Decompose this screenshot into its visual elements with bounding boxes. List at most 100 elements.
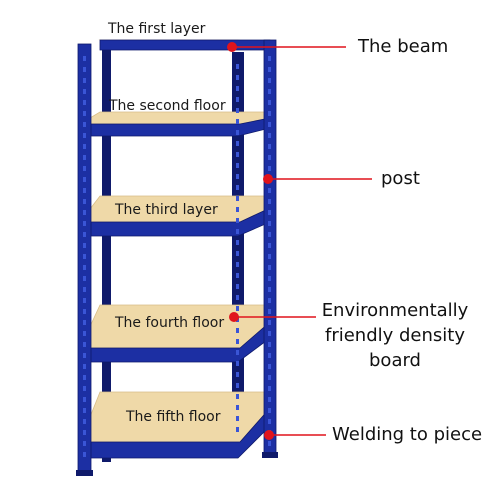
post-slot-hole <box>83 287 86 292</box>
post-slot-hole <box>83 188 86 193</box>
post-slot-hole <box>236 86 239 91</box>
post-slot-hole <box>236 394 239 399</box>
post-slot-hole <box>268 386 271 391</box>
post-slot-hole <box>83 254 86 259</box>
post-slot-hole <box>268 221 271 226</box>
board-callout-line-1: Environmentally <box>321 300 469 321</box>
shelf-4-label: The fourth floor <box>115 315 225 331</box>
post-slot-hole <box>268 287 271 292</box>
post-slot-hole <box>83 364 86 369</box>
beam-callout-label: The beam <box>358 36 449 57</box>
post-slot-hole <box>236 306 239 311</box>
shelf-5 <box>79 391 271 459</box>
post-slot-hole <box>268 166 271 171</box>
post-slot-hole <box>236 207 239 212</box>
post-slot-hole <box>236 383 239 388</box>
post-slot-hole <box>268 67 271 72</box>
welding-callout-dot <box>264 430 274 440</box>
post-slot-hole <box>268 199 271 204</box>
post-slot-hole <box>83 210 86 215</box>
post-slot-hole <box>83 375 86 380</box>
board-callout-line-3: board <box>369 350 421 371</box>
post-slot-hole <box>236 350 239 355</box>
post-slot-hole <box>83 166 86 171</box>
post-slot-hole <box>83 100 86 105</box>
post-slot-hole <box>268 320 271 325</box>
post-slot-hole <box>236 251 239 256</box>
post-slot-hole <box>83 386 86 391</box>
post-slot-hole <box>83 342 86 347</box>
post-slot-hole <box>268 232 271 237</box>
post-slot-hole <box>236 108 239 113</box>
beam-callout-dot <box>227 42 237 52</box>
post-slot-hole <box>83 408 86 413</box>
post-slot-hole <box>83 89 86 94</box>
post-slot-hole <box>83 452 86 457</box>
post-slot-hole <box>236 416 239 421</box>
post-slot-hole <box>83 265 86 270</box>
shelf-1 <box>98 39 271 51</box>
post-slot-hole <box>268 298 271 303</box>
post-slot-hole <box>83 56 86 61</box>
post-slot-hole <box>83 419 86 424</box>
board-callout-line-2: friendly density <box>324 325 466 346</box>
shelf-3 <box>79 195 271 237</box>
post-slot-hole <box>83 111 86 116</box>
shelf-3-label: The third layer <box>115 202 218 218</box>
post-slot-hole <box>236 262 239 267</box>
post-slot-hole <box>268 100 271 105</box>
post-slot-hole <box>83 353 86 358</box>
post-slot-hole <box>236 361 239 366</box>
post-slot-hole <box>268 364 271 369</box>
shelf-4 <box>79 304 271 363</box>
post-slot-hole <box>236 196 239 201</box>
post-slot-hole <box>83 155 86 160</box>
post-slot-hole <box>268 309 271 314</box>
post-slot-hole <box>268 144 271 149</box>
board-callout-dot <box>229 312 239 322</box>
post-slot-hole <box>268 342 271 347</box>
post-slot-hole <box>268 276 271 281</box>
post-slot-hole <box>83 430 86 435</box>
post-slot-hole <box>236 130 239 135</box>
post-slot-hole <box>236 163 239 168</box>
post-slot-hole <box>236 273 239 278</box>
post-slot-holes <box>83 56 271 457</box>
post-slot-hole <box>83 276 86 281</box>
post-slot-hole <box>236 240 239 245</box>
post-slot-hole <box>268 419 271 424</box>
shelf-2-label: The second floor <box>109 98 226 114</box>
post-slot-hole <box>236 152 239 157</box>
post-slot-hole <box>268 133 271 138</box>
post-slot-hole <box>236 97 239 102</box>
post-slot-hole <box>236 229 239 234</box>
post-slot-hole <box>83 298 86 303</box>
post-slot-hole <box>268 441 271 446</box>
post-slot-hole <box>83 243 86 248</box>
board-callout-label: Environmentally friendly density board <box>318 298 472 373</box>
post-slot-hole <box>268 331 271 336</box>
post-slot-hole <box>236 427 239 432</box>
post-slot-hole <box>83 67 86 72</box>
post-slot-hole <box>236 218 239 223</box>
post-slot-hole <box>236 284 239 289</box>
post-slot-hole <box>236 119 239 124</box>
post-slot-hole <box>268 353 271 358</box>
post-slot-hole <box>236 64 239 69</box>
post-slot-hole <box>236 328 239 333</box>
shelf-1-beam <box>99 39 271 51</box>
post-slot-hole <box>236 75 239 80</box>
post-slot-hole <box>83 221 86 226</box>
post-slot-hole <box>83 320 86 325</box>
post-slot-hole <box>268 397 271 402</box>
post-slot-hole <box>83 133 86 138</box>
post-callout-label: post <box>381 168 420 189</box>
post-slot-hole <box>83 232 86 237</box>
post-slot-hole <box>268 111 271 116</box>
shelf-1-label: The first layer <box>108 21 206 37</box>
post-slot-hole <box>268 89 271 94</box>
post-slot-hole <box>83 331 86 336</box>
front-left-foot <box>76 470 93 476</box>
post-slot-hole <box>236 185 239 190</box>
